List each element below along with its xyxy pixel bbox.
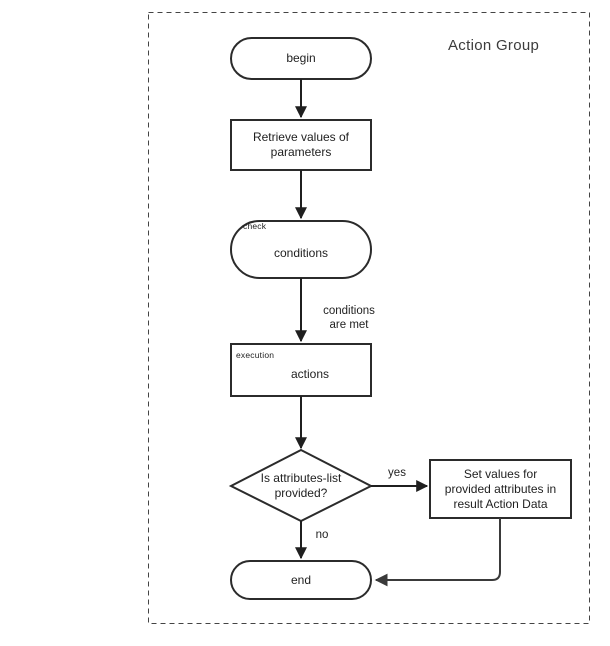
node-setvalues-shape xyxy=(429,459,572,519)
edge-label-yes: yes xyxy=(388,467,406,479)
node-setvalues[interactable] xyxy=(430,460,571,518)
edge-setvalues-to-end xyxy=(374,518,501,587)
node-conditions-caption: check xyxy=(243,221,267,231)
edge-label-no: no xyxy=(315,529,329,541)
node-retrieve[interactable] xyxy=(231,120,371,170)
edge-label-conditions-are-met: conditions are met xyxy=(323,305,375,331)
node-retrieve-shape xyxy=(230,119,372,171)
action-group-container xyxy=(148,12,590,624)
action-group-title: Action Group xyxy=(448,37,540,54)
node-actions[interactable] xyxy=(231,344,371,396)
node-decision[interactable] xyxy=(231,450,371,521)
node-actions-caption: execution xyxy=(236,350,275,360)
node-begin[interactable] xyxy=(231,38,371,79)
node-end[interactable] xyxy=(231,561,371,599)
node-end-shape xyxy=(230,560,372,600)
node-conditions[interactable] xyxy=(231,221,371,278)
